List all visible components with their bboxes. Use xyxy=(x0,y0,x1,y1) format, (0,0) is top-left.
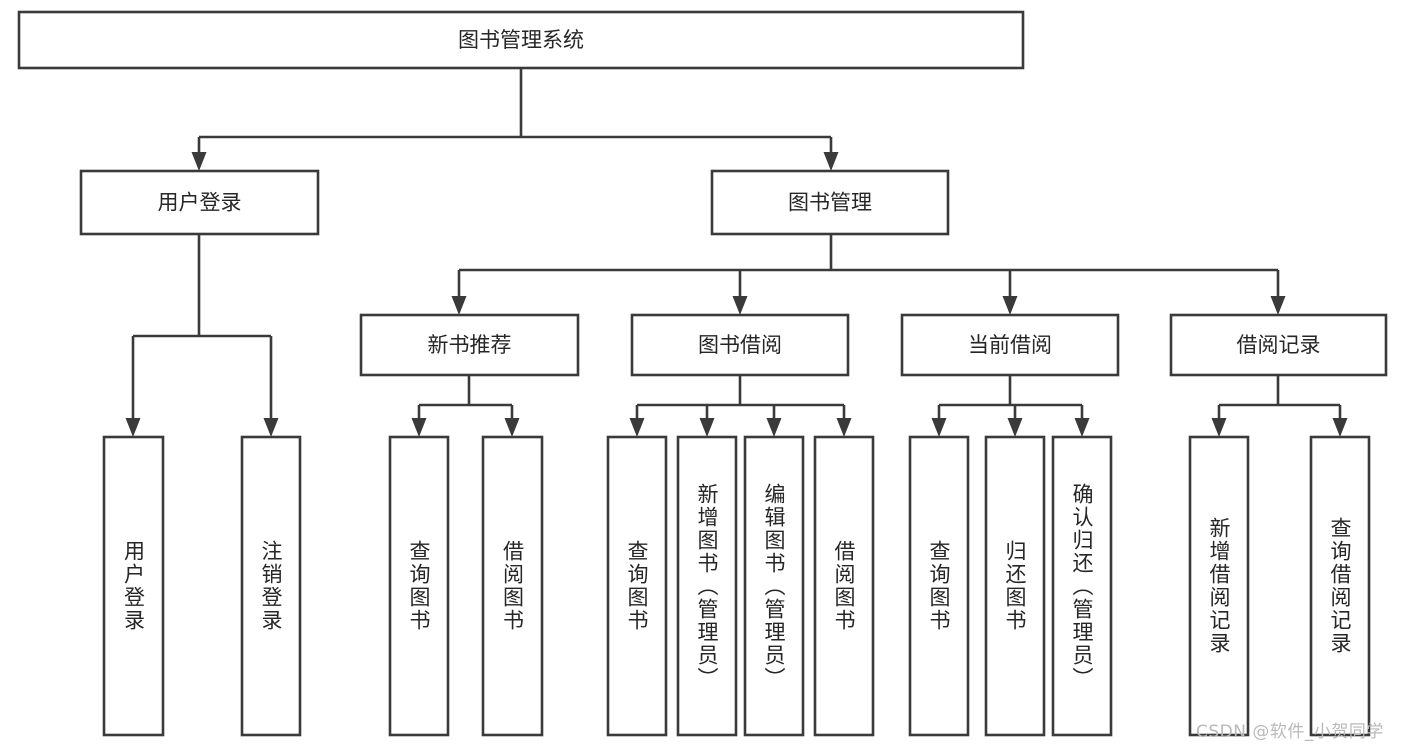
node-leaf-new_book_recommend-1[interactable] xyxy=(481,435,544,737)
node-label-level1-1: 图书管理 xyxy=(788,191,872,215)
node-level2-2[interactable] xyxy=(900,313,1120,377)
boxes-layer xyxy=(17,10,1388,737)
book-borrow-to-leaves-arrowhead-0 xyxy=(629,418,645,437)
user-login-to-leaves-arrowhead-0 xyxy=(125,418,141,437)
node-leaf-user_login-0[interactable] xyxy=(102,435,165,737)
current-borrow-to-leaves-arrowhead-0 xyxy=(931,418,947,437)
node-label-level2-3: 借阅记录 xyxy=(1237,333,1321,357)
node-root-system[interactable] xyxy=(17,10,1025,70)
new-book-to-leaves-arrowhead-1 xyxy=(504,418,520,437)
node-leaf-book_borrow-2[interactable] xyxy=(743,435,805,737)
node-leaf-new_book_recommend-0[interactable] xyxy=(388,435,450,737)
node-label-level1-0: 用户登录 xyxy=(158,191,242,215)
node-leaf-user_login-1[interactable] xyxy=(240,435,302,737)
book-borrow-to-leaves-arrowhead-3 xyxy=(836,418,852,437)
current-borrow-to-leaves-arrowhead-1 xyxy=(1007,418,1023,437)
node-label-root-system: 图书管理系统 xyxy=(458,28,584,52)
connectors-layer xyxy=(125,68,1348,437)
root-to-level1-arrowhead-1 xyxy=(823,152,839,171)
node-level2-3[interactable] xyxy=(1169,313,1388,377)
node-leaf-borrow_record-0[interactable] xyxy=(1188,435,1250,737)
borrow-record-to-leaves-arrowhead-0 xyxy=(1211,418,1227,437)
node-level2-0[interactable] xyxy=(359,313,580,377)
node-leaf-borrow_record-1[interactable] xyxy=(1309,435,1371,737)
book-manage-to-level2-arrowhead-0 xyxy=(451,296,467,315)
node-leaf-current_borrow-2[interactable] xyxy=(1051,435,1113,737)
book-borrow-to-leaves-arrowhead-1 xyxy=(699,418,715,437)
user-login-to-leaves-arrowhead-1 xyxy=(263,418,279,437)
node-leaf-current_borrow-0[interactable] xyxy=(908,435,970,737)
node-leaf-current_borrow-1[interactable] xyxy=(984,435,1046,737)
new-book-to-leaves-arrowhead-0 xyxy=(411,418,427,437)
node-level2-1[interactable] xyxy=(630,313,850,377)
node-label-level2-1: 图书借阅 xyxy=(698,333,782,357)
csdn-watermark: CSDN @软件_小贺同学 xyxy=(1196,722,1384,742)
node-leaf-book_borrow-3[interactable] xyxy=(813,435,875,737)
node-label-level2-0: 新书推荐 xyxy=(428,333,512,357)
root-to-level1-arrowhead-0 xyxy=(191,152,207,171)
node-leaf-book_borrow-0[interactable] xyxy=(606,435,668,737)
node-leaf-book_borrow-1[interactable] xyxy=(676,435,738,737)
book-manage-to-level2-arrowhead-1 xyxy=(732,296,748,315)
node-label-level2-2: 当前借阅 xyxy=(968,333,1052,357)
current-borrow-to-leaves-arrowhead-2 xyxy=(1074,418,1090,437)
node-level1-0[interactable] xyxy=(79,169,320,236)
book-manage-to-level2-arrowhead-3 xyxy=(1270,296,1286,315)
book-manage-to-level2-arrowhead-2 xyxy=(1002,296,1018,315)
book-borrow-to-leaves-arrowhead-2 xyxy=(766,418,782,437)
borrow-record-to-leaves-arrowhead-1 xyxy=(1332,418,1348,437)
node-level1-1[interactable] xyxy=(710,169,950,236)
